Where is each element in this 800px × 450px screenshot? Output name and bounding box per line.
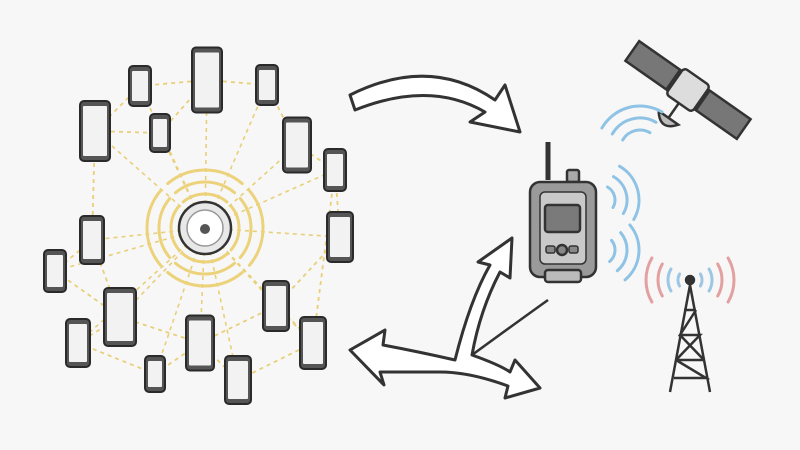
signal-wave [644,256,654,304]
mesh-link [312,169,336,344]
signal-wave [623,223,641,282]
signal-wave [173,261,237,276]
curved-arrow-icon [348,74,522,134]
signal-wave [238,196,253,260]
signal-wave [726,256,736,304]
smartphone-icon [149,113,171,153]
mesh-link [119,316,201,344]
signal-wave [621,128,652,142]
smartphone-icon [185,314,215,372]
smartphone-icon [299,316,327,370]
mesh-link [77,342,156,375]
signal-wave [181,252,229,264]
signal-wave [716,262,724,298]
satellite-icon [623,39,753,141]
smartphone-icon [65,318,91,368]
signal-waves [600,104,736,304]
signal-wave [247,189,265,267]
smartphone-icon [103,287,137,347]
signal-wave [169,204,181,252]
cell-tower-icon [668,274,712,393]
signal-wave [698,272,704,288]
signal-wave [610,116,658,136]
signal-wave [707,267,714,293]
smartphone-icon [79,100,111,162]
signal-wave [173,180,237,195]
multi-direction-arrow-icon [348,236,549,400]
signal-wave [166,168,244,186]
phone-network [43,46,354,405]
signal-wave [145,189,163,267]
smartphone-icon [323,148,347,192]
smartphone-icon [282,116,312,174]
smartphone-icon [79,215,105,265]
signal-wave [615,231,629,273]
smartphone-icon [262,280,290,332]
airtag-icon [145,168,265,288]
smartphone-icon [255,64,279,106]
mesh-link [199,305,277,344]
smartphone-icon [224,355,252,405]
signal-wave [608,238,617,263]
tag-link [204,227,341,238]
smartphone-icon [191,46,223,114]
tracker-device-icon [528,142,598,284]
signal-wave [656,262,664,298]
signal-wave [606,185,617,209]
signal-wave [618,164,641,221]
smartphone-icon [144,355,166,393]
signal-wave [600,104,664,130]
signal-wave [181,192,229,204]
smartphone-icon [326,211,354,263]
signal-wave [612,175,629,215]
signal-wave [676,272,682,288]
signal-wave [166,270,244,288]
signal-wave [666,267,673,293]
mesh-link [91,239,121,318]
mesh-link [237,342,314,381]
smartphone-icon [43,249,67,293]
smartphone-icon [128,65,152,107]
signal-wave [229,204,241,252]
signal-wave [157,196,172,260]
